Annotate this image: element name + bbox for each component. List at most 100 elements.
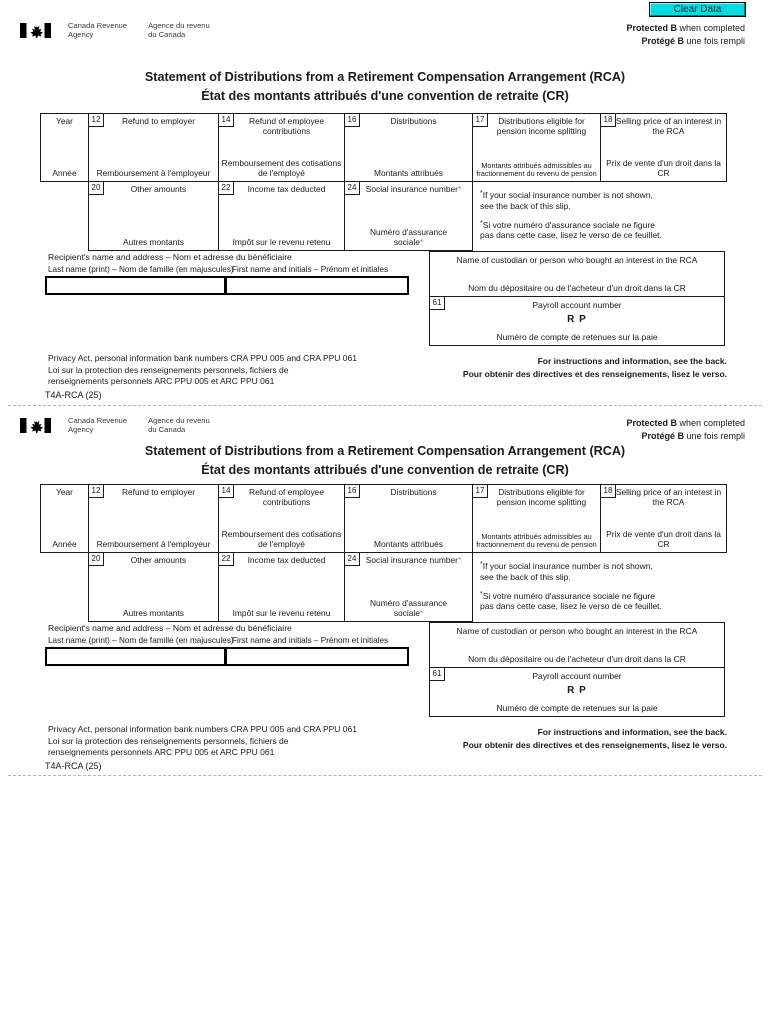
recipient-section-header: Recipient's name and address – Nom et ad… [48,252,292,262]
form-title-fr: État des montants attribués d'une conven… [201,89,569,103]
last-name-label: Last name (print) – Nom de famille (en m… [48,636,234,645]
protected-b-block: Protected B when completed Protégé B une… [626,22,745,47]
year-label-fr: Année [52,167,77,178]
year-label-fr: Année [52,538,77,549]
box-22-number: 22 [219,182,234,195]
box-22-number: 22 [219,553,234,566]
box-18-label-fr: Prix de vente d'un droit dans la CR [606,158,721,178]
box-17-label-en: Distributions eligible for pension incom… [496,487,587,507]
sin-asterisk-fr: * [419,236,424,247]
box-24-number: 24 [345,553,360,566]
box-16-number: 16 [345,485,360,498]
box-17-cell: 17 Distributions eligible for pension in… [472,484,601,553]
last-name-label: Last name (print) – Nom de famille (en m… [48,265,234,274]
custodian-name-box: Name of custodian or person who bought a… [429,251,725,297]
box-14-number: 14 [219,114,234,127]
agency-name-en: Canada Revenue Agency [68,21,128,39]
box-24-number: 24 [345,182,360,195]
first-name-label: First name and initials – Prénom et init… [232,265,389,274]
form-title: Statement of Distributions from a Retire… [0,68,770,106]
payroll-account-box: 61 Payroll account number R P Numéro de … [429,296,725,346]
sin-footnote-fr: *Si votre numéro d'assurance sociale ne … [480,590,662,612]
year-cell: Year Année [40,113,89,182]
footnote-asterisk: * [480,561,483,568]
protected-b-en: Protected B when completed [626,418,745,428]
box-12-cell: 12 Refund to employer Remboursement à l'… [88,484,219,553]
custodian-label-en: Name of custodian or person who bought a… [456,255,698,265]
box-14-cell: 14 Refund of employee contributions Remb… [218,484,345,553]
box-20-label-fr: Autres montants [123,236,184,247]
form-body: Year Année 12 Refund to employer Rembour… [40,484,730,777]
custodian-label-fr: Nom du dépositaire ou de l'acheteur d'un… [468,654,686,664]
payroll-account-box: 61 Payroll account number R P Numéro de … [429,667,725,717]
box-12-label-fr: Remboursement à l'employeur [96,167,211,178]
clear-data-button[interactable]: Clear Data [649,2,746,17]
last-name-input[interactable] [45,647,226,666]
box-14-label-en: Refund of employee contributions [249,487,324,507]
box-14-cell: 14 Refund of employee contributions Remb… [218,113,345,182]
first-name-input[interactable] [225,276,409,295]
cra-logo: Canada Revenue Agency Agence du revenu d… [20,21,210,39]
box-20-label-fr: Autres montants [123,607,184,618]
form-title-en: Statement of Distributions from a Retire… [144,444,626,458]
box-18-label-en: Selling price of an interest in the RCA [615,487,722,507]
canada-flag-icon [20,23,51,38]
custodian-label-en: Name of custodian or person who bought a… [456,626,698,636]
box-24-label-en: Social insurance number* [365,555,462,565]
sin-footnote-en: *If your social insurance number is not … [480,190,653,211]
sin-footnote-fr: *Si votre numéro d'assurance sociale ne … [480,219,662,241]
cut-line [8,775,762,776]
box-12-cell: 12 Refund to employer Remboursement à l'… [88,113,219,182]
sin-footnotes: *If your social insurance number is not … [480,560,728,619]
t4a-rca-slip: Clear Data Canada Revenue Agency Agence … [0,406,770,776]
box-61-number: 61 [430,668,445,681]
form-code: T4A-RCA (25) [45,761,102,771]
form-title: Statement of Distributions from a Retire… [0,442,770,480]
box-18-cell: 18 Selling price of an interest in the R… [600,113,727,182]
custodian-section: Name of custodian or person who bought a… [429,251,725,346]
form-title-en: Statement of Distributions from a Retire… [144,70,626,84]
form-title-fr: État des montants attribués d'une conven… [201,463,569,477]
last-name-input[interactable] [45,276,226,295]
privacy-notice: Privacy Act, personal information bank n… [48,353,357,386]
custodian-section: Name of custodian or person who bought a… [429,622,725,717]
sin-footnote-en: *If your social insurance number is not … [480,561,653,582]
box-14-label-en: Refund of employee contributions [249,116,324,136]
first-name-input[interactable] [225,647,409,666]
payroll-label-en: Payroll account number [532,300,622,310]
box-12-label-en: Refund to employer [121,487,196,497]
form-body: Year Année 12 Refund to employer Rembour… [40,113,730,406]
sin-asterisk-fr: * [419,607,424,618]
box-22-label-fr: Impôt sur le revenu retenu [232,607,331,618]
box-20-cell: 20 Other amounts Autres montants [88,181,219,251]
footnote-asterisk: * [480,190,483,197]
box-20-number: 20 [89,182,104,195]
rp-label: R P [567,314,587,325]
box-16-cell: 16 Distributions Montants attribués [344,113,473,182]
box-17-number: 17 [473,114,488,127]
payroll-label-en: Payroll account number [532,671,622,681]
box-20-number: 20 [89,553,104,566]
agency-name-en: Canada Revenue Agency [68,416,128,434]
custodian-name-box: Name of custodian or person who bought a… [429,622,725,668]
box-18-number: 18 [601,114,616,127]
canada-flag-icon [20,418,51,433]
box-61-number: 61 [430,297,445,310]
protected-b-fr: Protégé B une fois rempli [641,35,745,46]
box-14-label-fr: Remboursement des cotisations de l'emplo… [221,529,342,549]
box-22-label-fr: Impôt sur le revenu retenu [232,236,331,247]
custodian-label-fr: Nom du dépositaire ou de l'acheteur d'un… [468,283,686,293]
t4a-rca-slip: Clear Data Canada Revenue Agency Agence … [0,0,770,406]
instructions-note: For instructions and information, see th… [463,726,727,752]
box-20-cell: 20 Other amounts Autres montants [88,552,219,622]
instructions-en: For instructions and information, see th… [537,727,727,737]
year-label-en: Year [56,116,73,126]
box-24-label-en: Social insurance number* [365,184,462,194]
first-name-label: First name and initials – Prénom et init… [232,636,389,645]
footnote-asterisk-fr: * [480,219,483,227]
box-12-label-en: Refund to employer [121,116,196,126]
protected-b-fr: Protégé B une fois rempli [641,430,745,441]
sin-asterisk: * [457,555,462,565]
box-17-label-fr: Montants attribués admissibles au fracti… [476,531,597,550]
box-17-label-fr: Montants attribués admissibles au fracti… [476,160,597,179]
